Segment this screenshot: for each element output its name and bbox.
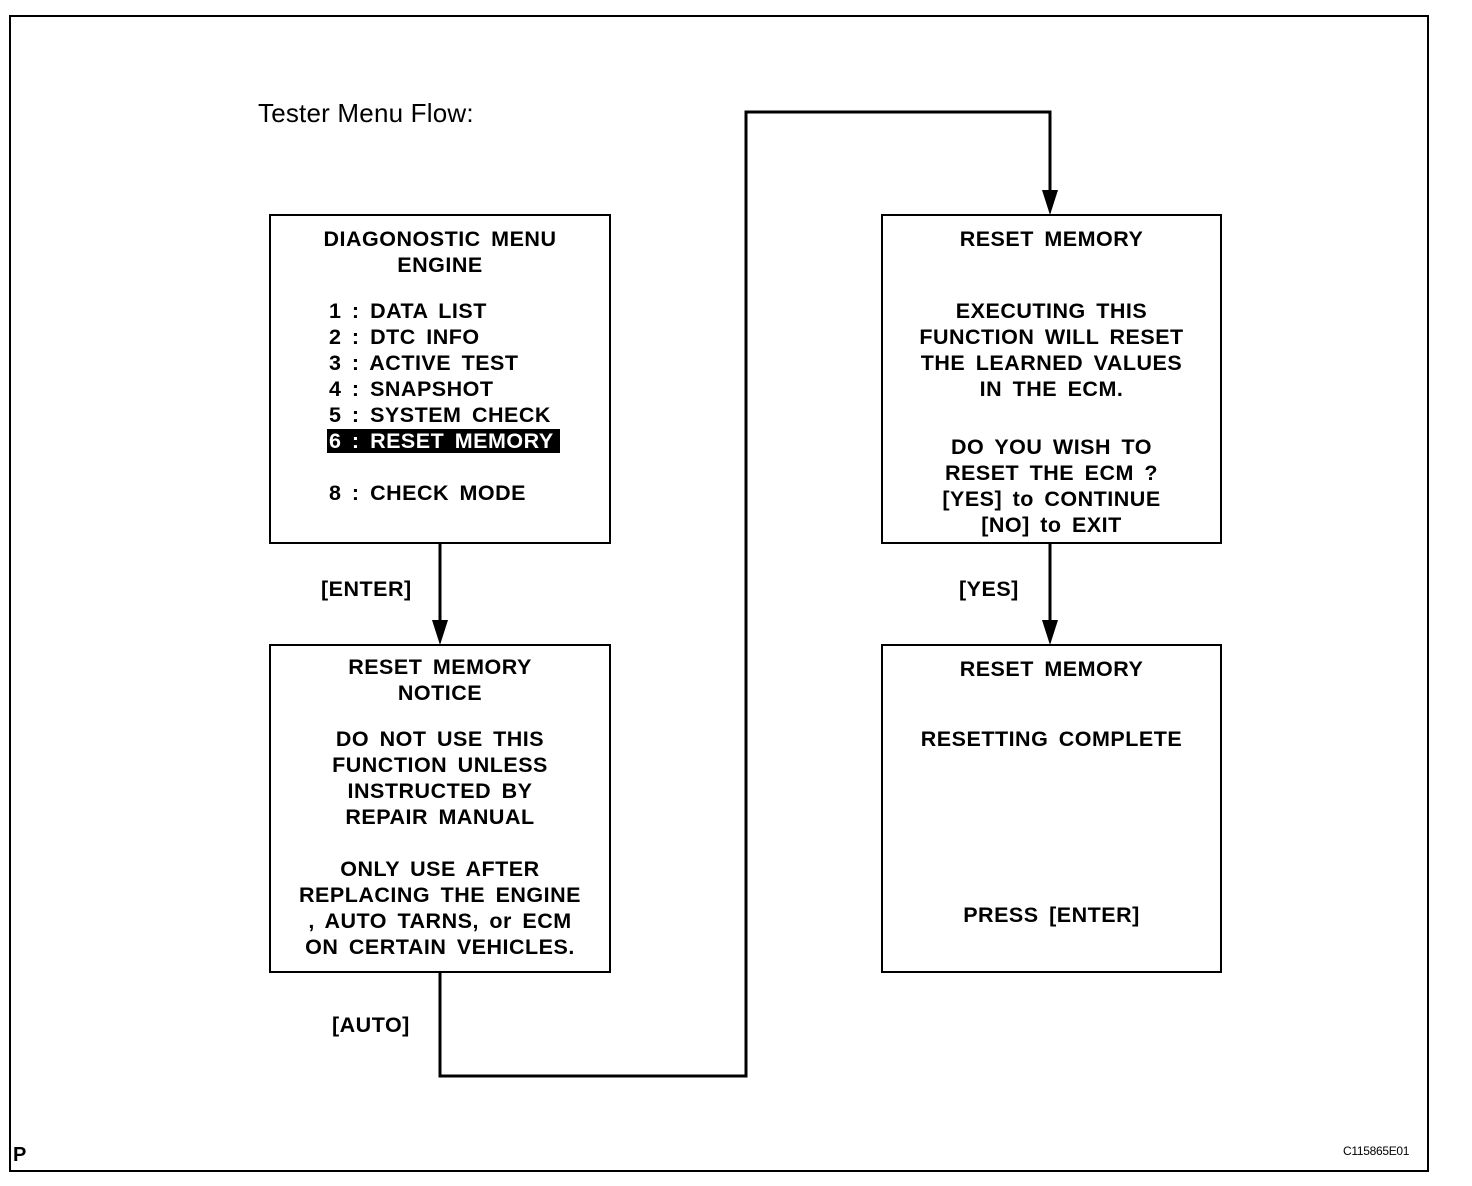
auto-transition-label: [AUTO] (332, 1013, 410, 1037)
auto-arrowhead (1042, 190, 1058, 215)
complete-status: RESETTING COMPLETE (920, 727, 1183, 751)
menu-item-check-mode[interactable]: 8 : CHECK MODE (329, 481, 526, 505)
confirm-body-line-3: THE LEARNED VALUES (920, 351, 1183, 375)
confirm-prompt-line-3: [YES] to CONTINUE (942, 487, 1161, 511)
notice-usage-line-3: , AUTO TARNS, or ECM (308, 909, 572, 933)
corner-letter: P (13, 1144, 27, 1166)
menu-item-data-list[interactable]: 1 : DATA LIST (329, 299, 487, 323)
notice-usage-line-2: REPLACING THE ENGINE (299, 883, 581, 907)
menu-item-snapshot[interactable]: 4 : SNAPSHOT (329, 377, 494, 401)
menu-heading-line-1: DIAGONOSTIC MENU (323, 227, 557, 251)
notice-heading-line-2: NOTICE (397, 681, 483, 705)
menu-item-reset-memory-selected[interactable]: 6 : RESET MEMORY (327, 428, 560, 454)
selected-highlight: 6 : RESET MEMORY (327, 429, 560, 453)
confirm-body-line-4: IN THE ECM. (979, 377, 1124, 401)
confirm-prompt-line-2: RESET THE ECM ? (944, 461, 1158, 485)
yes-transition-label: [YES] (959, 577, 1019, 601)
menu-item-system-check[interactable]: 5 : SYSTEM CHECK (329, 403, 551, 427)
confirm-body-line-2: FUNCTION WILL RESET (919, 325, 1184, 349)
notice-usage-line-1: ONLY USE AFTER (340, 857, 540, 881)
notice-heading-line-1: RESET MEMORY (348, 655, 532, 679)
reset-complete-box: RESET MEMORY RESETTING COMPLETE PRESS [E… (881, 644, 1222, 973)
enter-arrowhead (432, 620, 448, 645)
notice-warning-line-2: FUNCTION UNLESS (332, 753, 548, 777)
menu-item-dtc-info[interactable]: 2 : DTC INFO (329, 325, 480, 349)
complete-footer: PRESS [ENTER] (963, 903, 1140, 927)
figure-frame (9, 15, 1429, 1172)
diagnostic-menu-box: DIAGONOSTIC MENU ENGINE 1 : DATA LIST 2 … (269, 214, 611, 544)
reset-confirm-box: RESET MEMORY EXECUTING THIS FUNCTION WIL… (881, 214, 1222, 544)
enter-transition-label: [ENTER] (321, 577, 412, 601)
notice-usage-line-4: ON CERTAIN VEHICLES. (305, 935, 575, 959)
complete-heading: RESET MEMORY (959, 657, 1144, 681)
confirm-prompt-line-4: [NO] to EXIT (981, 513, 1122, 537)
menu-item-active-test[interactable]: 3 : ACTIVE TEST (329, 351, 519, 375)
confirm-heading: RESET MEMORY (959, 227, 1144, 251)
notice-warning-line-3: INSTRUCTED BY (347, 779, 533, 803)
notice-warning-line-4: REPAIR MANUAL (345, 805, 535, 829)
reset-notice-box: RESET MEMORY NOTICE DO NOT USE THIS FUNC… (269, 644, 611, 973)
menu-heading-line-2: ENGINE (397, 253, 483, 277)
notice-warning-line-1: DO NOT USE THIS (335, 727, 545, 751)
confirm-prompt-line-1: DO YOU WISH TO (951, 435, 1152, 459)
figure-code: C115865E01 (1343, 1144, 1410, 1158)
confirm-body-line-1: EXECUTING THIS (955, 299, 1148, 323)
auto-connector (438, 110, 1052, 1078)
flow-title: Tester Menu Flow: (258, 98, 474, 128)
yes-arrowhead (1042, 620, 1058, 645)
